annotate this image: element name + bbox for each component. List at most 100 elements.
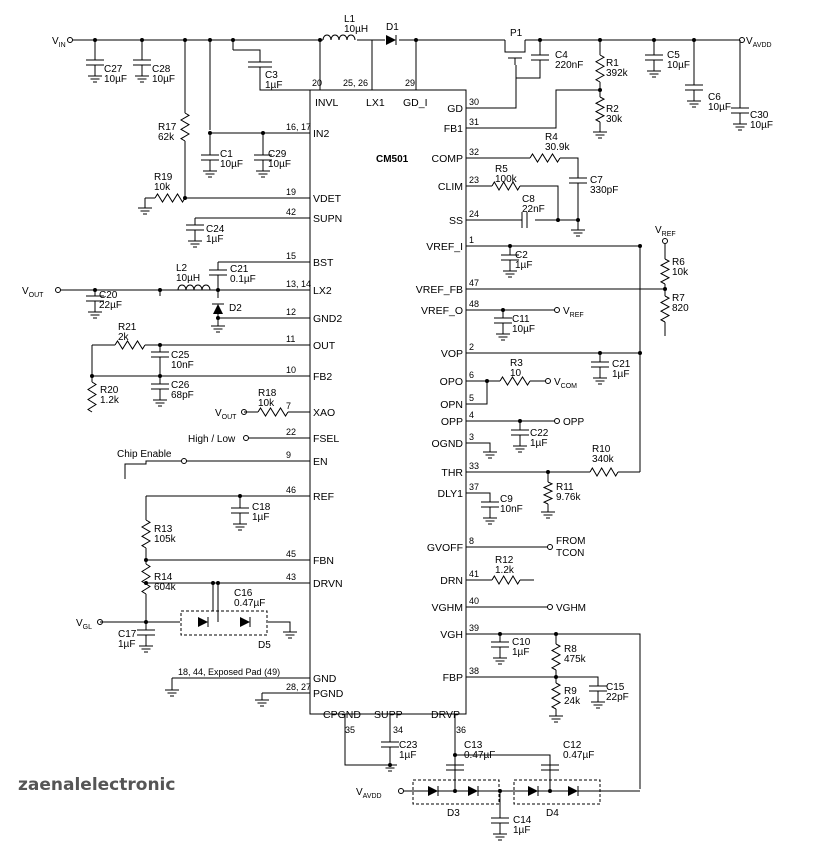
svg-text:1µF: 1µF	[252, 512, 269, 523]
svg-text:COMP: COMP	[432, 153, 464, 165]
svg-text:1µF: 1µF	[515, 260, 532, 271]
svg-text:FB2: FB2	[313, 371, 332, 383]
svg-text:R13: R13	[154, 524, 173, 535]
svg-text:OPN: OPN	[440, 399, 463, 411]
svg-text:D1: D1	[386, 22, 399, 33]
junction-dot	[183, 196, 187, 200]
junction-dot	[663, 287, 667, 291]
svg-text:C10: C10	[512, 637, 531, 648]
junction-dot	[546, 470, 550, 474]
svg-text:8: 8	[469, 536, 474, 546]
svg-text:2k: 2k	[118, 332, 130, 343]
svg-text:0.47µF: 0.47µF	[563, 750, 594, 761]
gvoff-terminal	[547, 544, 553, 550]
top-pin-gdi: 29 GD_I	[403, 78, 428, 109]
svg-text:475k: 475k	[564, 654, 587, 665]
svg-text:R17: R17	[158, 122, 177, 133]
net-vghm: VGHM	[556, 603, 586, 614]
svg-text:C22: C22	[530, 428, 549, 439]
svg-text:C14: C14	[513, 815, 532, 826]
svg-text:L2: L2	[176, 263, 188, 274]
svg-text:P1: P1	[510, 28, 523, 39]
svg-text:28, 27: 28, 27	[286, 682, 311, 692]
junction-dot	[144, 581, 148, 585]
junction-dot	[554, 632, 558, 636]
r2-ground	[593, 131, 607, 139]
junction-dot	[216, 581, 220, 585]
svg-text:40: 40	[469, 596, 479, 606]
svg-text:5: 5	[469, 393, 474, 403]
svg-text:20: 20	[312, 78, 322, 88]
svg-text:C8: C8	[522, 194, 535, 205]
svg-text:R21: R21	[118, 322, 137, 333]
svg-text:24: 24	[469, 209, 479, 219]
svg-text:37: 37	[469, 482, 479, 492]
junction-dot	[90, 374, 94, 378]
svg-text:SUPP: SUPP	[374, 709, 403, 721]
svg-text:VREF_O: VREF_O	[421, 305, 463, 317]
svg-text:C25: C25	[171, 350, 190, 361]
net-vin: VIN	[52, 36, 66, 49]
svg-text:62k: 62k	[158, 132, 175, 143]
junction-dot	[501, 308, 505, 312]
vref-o-terminal	[554, 307, 560, 313]
gnd-pin-ground	[165, 689, 179, 697]
top-pin-invl: 20 INVL	[312, 78, 339, 109]
svg-text:19: 19	[286, 187, 296, 197]
ss-ground	[571, 229, 585, 237]
svg-text:7: 7	[286, 401, 291, 411]
svg-text:30k: 30k	[606, 114, 623, 125]
svg-text:VDET: VDET	[313, 193, 342, 205]
opp-terminal	[554, 418, 560, 424]
svg-text:1µF: 1µF	[206, 234, 223, 245]
wiring	[60, 39, 741, 818]
net-fsel: High / Low	[188, 434, 236, 445]
svg-text:10nF: 10nF	[171, 360, 194, 371]
svg-text:100k: 100k	[495, 174, 518, 185]
net-vref-o: VREF	[563, 306, 584, 319]
junction-dot	[598, 88, 602, 92]
svg-text:18, 44, Exposed Pad (49): 18, 44, Exposed Pad (49)	[178, 667, 280, 677]
svg-text:DRVN: DRVN	[313, 578, 343, 590]
diode-d5: D5	[180, 610, 271, 651]
watermark: zaenalelectronic	[18, 775, 175, 795]
svg-text:C24: C24	[206, 224, 225, 235]
svg-text:FB1: FB1	[444, 123, 463, 135]
svg-text:DRN: DRN	[440, 575, 463, 587]
svg-text:R10: R10	[592, 444, 611, 455]
svg-text:GD: GD	[447, 103, 463, 115]
svg-text:10µF: 10µF	[512, 324, 535, 335]
svg-text:330pF: 330pF	[590, 185, 618, 196]
svg-text:9: 9	[286, 450, 291, 460]
svg-text:D3: D3	[447, 808, 460, 819]
